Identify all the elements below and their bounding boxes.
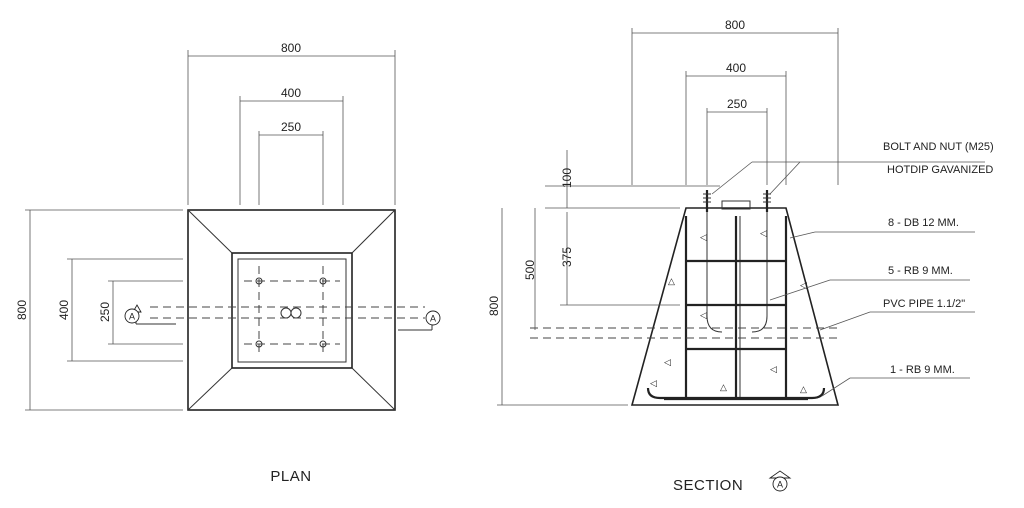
section-dim-375: 375 <box>560 247 574 267</box>
svg-text:◁: ◁ <box>800 280 807 290</box>
svg-text:◁: ◁ <box>770 364 777 374</box>
section-title-marker: A <box>768 470 792 492</box>
note-db12: 8 - DB 12 MM. <box>888 217 959 229</box>
plan-dim-250-vertical: 250 <box>98 302 112 322</box>
plan-outer-square <box>187 209 396 411</box>
section-base-plate <box>721 200 751 210</box>
plan-pipe <box>280 307 292 319</box>
plan-view: 800 400 250 800 400 250 A <box>15 41 441 485</box>
plan-marker-label: A <box>430 314 436 324</box>
section-dim-800: 800 <box>725 18 745 32</box>
plan-dim-400-vertical: 400 <box>57 300 71 320</box>
section-view: ◁ ◁ △ ◁ △ ◁ ◁ △ ◁ ◁ 800 400 250 100 375 <box>487 18 994 494</box>
section-leaders <box>711 161 985 397</box>
plan-bolt <box>255 340 263 348</box>
section-dim-500: 500 <box>523 260 537 280</box>
plan-dim-800-vertical: 800 <box>15 300 29 320</box>
section-concrete-outline <box>630 207 840 406</box>
svg-text:◁: ◁ <box>760 228 767 238</box>
section-dim-100: 100 <box>560 168 574 188</box>
plan-dim-250: 250 <box>281 120 301 134</box>
svg-text:◁: ◁ <box>650 378 657 388</box>
note-rb9-bottom: 1 - RB 9 MM. <box>890 364 955 376</box>
section-aggregate: ◁ ◁ △ ◁ △ ◁ ◁ △ ◁ ◁ <box>650 228 807 394</box>
plan-inner-chamfer <box>237 258 347 363</box>
plan-bolt <box>319 340 327 348</box>
section-title: SECTION <box>673 477 743 494</box>
svg-text:△: △ <box>668 276 675 286</box>
plan-marker-label: A <box>129 312 135 322</box>
plan-slope-line <box>187 209 233 254</box>
section-anchor-bolts <box>703 190 771 333</box>
plan-slope-line <box>351 209 396 254</box>
plan-section-marker-right: A <box>398 310 441 331</box>
plan-slope-line <box>351 367 396 411</box>
svg-text:◁: ◁ <box>700 310 707 320</box>
svg-text:△: △ <box>800 384 807 394</box>
plan-title: PLAN <box>270 468 311 485</box>
plan-bolt <box>255 277 263 285</box>
plan-pipe <box>290 307 302 319</box>
svg-text:◁: ◁ <box>700 232 707 242</box>
svg-text:◁: ◁ <box>664 357 671 367</box>
note-bolt: BOLT AND NUT (M25) <box>883 141 994 153</box>
plan-dim-400: 400 <box>281 86 301 100</box>
section-title-marker-label: A <box>777 480 783 490</box>
plan-section-marker-left: A <box>124 304 176 325</box>
note-pvc-pipe: PVC PIPE 1.1/2" <box>883 298 965 310</box>
section-dim-250: 250 <box>727 97 747 111</box>
svg-text:△: △ <box>720 382 727 392</box>
note-galvanized: HOTDIP GAVANIZED <box>887 164 993 176</box>
plan-slope-line <box>187 367 233 411</box>
section-dim-400: 400 <box>726 61 746 75</box>
section-dim-800-vertical: 800 <box>487 296 501 316</box>
note-rb9-ties: 5 - RB 9 MM. <box>888 265 953 277</box>
plan-inner-square <box>231 252 353 369</box>
plan-dim-800: 800 <box>281 41 301 55</box>
plan-bolt <box>319 277 327 285</box>
